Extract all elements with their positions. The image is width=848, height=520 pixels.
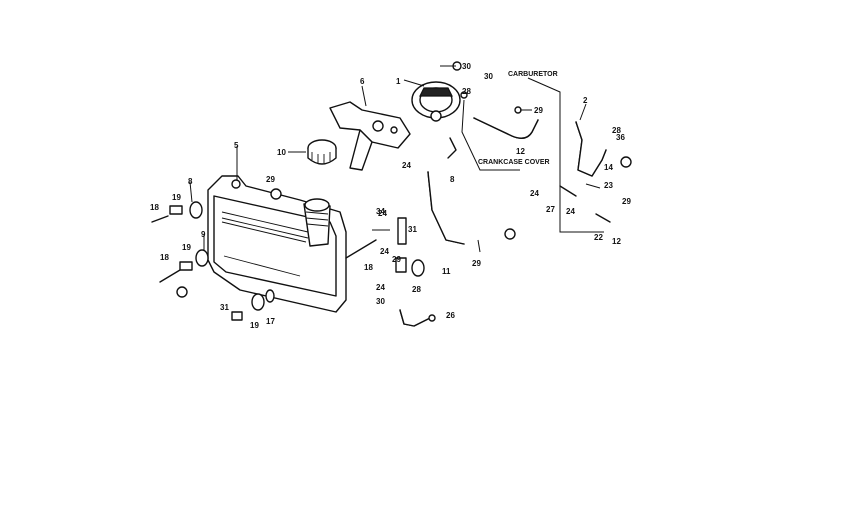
callout-29d: 29 (622, 197, 631, 206)
callout-29a: 29 (534, 106, 543, 115)
callout-24b: 24 (378, 209, 387, 218)
carburetor-label: CARBURETOR (508, 71, 558, 78)
callout-29e: 29 (266, 175, 275, 184)
callout-28a: 28 (462, 87, 471, 96)
callout-28c: 28 (612, 126, 621, 135)
callout-23: 23 (604, 181, 613, 190)
callout-1: 1 (396, 77, 401, 86)
callout-24e: 24 (530, 189, 539, 198)
callout-14: 14 (604, 163, 613, 172)
callout-17: 17 (266, 317, 275, 326)
fuel-cap (307, 139, 337, 165)
callout-26: 26 (446, 311, 455, 320)
callout-12b: 12 (612, 237, 621, 246)
callout-24f: 24 (566, 207, 575, 216)
callout-24c: 24 (380, 247, 389, 256)
callout-30b: 30 (484, 72, 493, 81)
fittings (151, 106, 632, 322)
callout-19c: 19 (250, 321, 259, 330)
callout-5: 5 (234, 141, 239, 150)
callout-30a: 30 (462, 62, 471, 71)
callout-9: 9 (201, 230, 206, 239)
callout-22: 22 (594, 233, 603, 242)
callout-30c: 30 (376, 297, 385, 306)
fuel-pump (411, 61, 468, 122)
mounting-bracket (329, 101, 411, 171)
callout-31b: 31 (220, 303, 229, 312)
crankcase-cover-label: CRANKCASE COVER (478, 159, 550, 166)
callout-24a: 24 (402, 161, 411, 170)
callout-28b: 28 (412, 285, 421, 294)
callout-34: 34 (376, 207, 385, 216)
callout-12a: 12 (516, 147, 525, 156)
callout-18b: 18 (160, 253, 169, 262)
leader-lines (189, 65, 604, 253)
callout-10: 10 (277, 148, 286, 157)
callout-31a: 31 (408, 225, 417, 234)
callout-29b: 29 (472, 259, 481, 268)
callout-8: 8 (188, 177, 193, 186)
callout-24d: 24 (376, 283, 385, 292)
callout-11: 11 (442, 267, 451, 276)
callout-2: 2 (583, 96, 588, 105)
callout-19b: 19 (182, 243, 191, 252)
callout-36: 36 (616, 133, 625, 142)
callout-18a: 18 (150, 203, 159, 212)
callout-6: 6 (360, 77, 365, 86)
callout-19a: 19 (172, 193, 181, 202)
callout-18c: 18 (364, 263, 373, 272)
callout-27: 27 (546, 205, 555, 214)
fuel-tank (207, 175, 347, 313)
callout-8b: 8 (450, 175, 455, 184)
fuel-hoses (231, 117, 611, 327)
callout-29c: 29 (392, 255, 401, 264)
